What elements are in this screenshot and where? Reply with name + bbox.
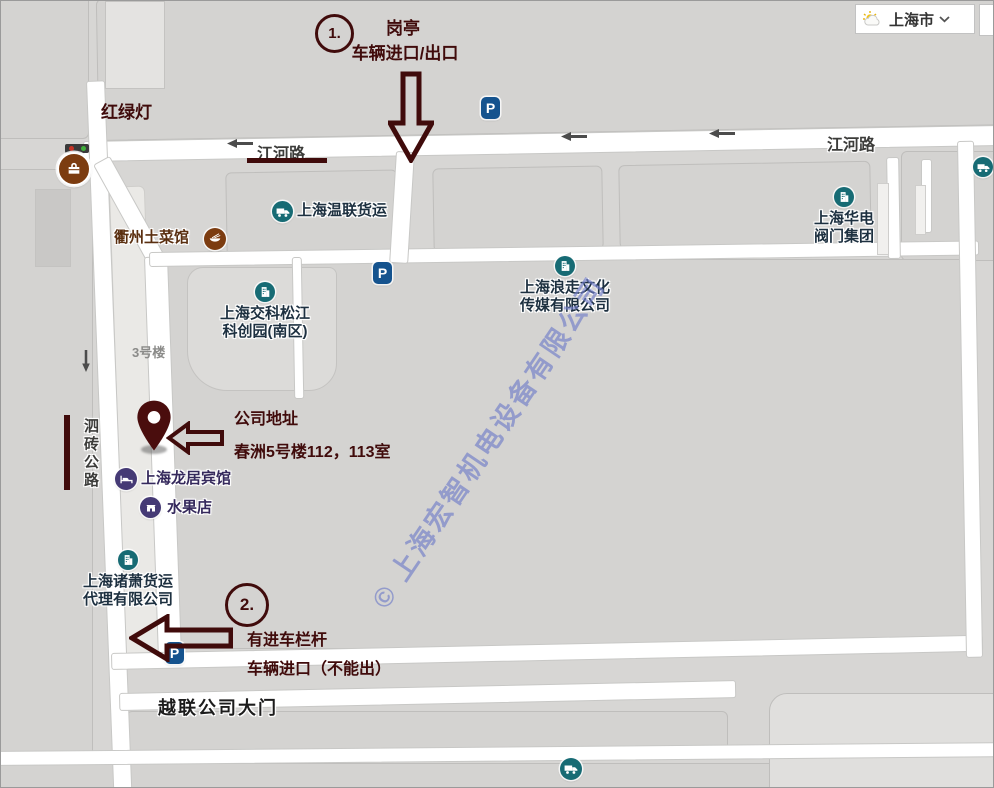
road-label-sizhuan: 泗砖公路 (82, 418, 99, 490)
poi-label-line: 代理有限公司 (82, 591, 173, 608)
poi-label-line: 上海诸萧货运 (82, 573, 173, 590)
building-poi-icon (555, 256, 575, 276)
poi-label-line: 上海浪走文化 (519, 279, 610, 296)
poi-label-line: 阀门集团 (813, 228, 874, 245)
fruitshop-poi-icon[interactable] (140, 497, 161, 518)
restaurant-poi-icon[interactable] (204, 228, 226, 250)
annotation-traffic-light-label: 红绿灯 (101, 103, 152, 122)
annotation-address-title: 公司地址 (234, 411, 299, 428)
map-building (35, 189, 71, 267)
hotel-poi-icon[interactable] (115, 468, 137, 490)
building-poi-icon (834, 187, 854, 207)
shop-poi-icon[interactable] (57, 152, 91, 186)
map-building (915, 185, 926, 235)
map-block (769, 693, 993, 787)
truck-poi-icon[interactable] (272, 201, 293, 222)
annotation-gangting-subtitle: 车辆进口/出口 (351, 44, 459, 63)
annotation-number-1: 1. (315, 14, 354, 53)
road-gate1-connector (389, 151, 415, 264)
down-arrow-annotation (388, 71, 434, 163)
map-block (1, 169, 93, 787)
company-location-pin[interactable] (135, 399, 173, 453)
building-poi-icon (255, 282, 275, 302)
weather-icon (863, 11, 880, 26)
left-arrow-annotation (166, 421, 224, 455)
building-label-3haolou: 3号楼 (132, 345, 166, 360)
road-direction-arrow (82, 350, 90, 372)
sizhuan-highlight-bar (64, 415, 70, 490)
parking-icon[interactable]: P (481, 97, 500, 119)
poi-label-line: 传媒有限公司 (519, 297, 610, 314)
road-direction-arrow (561, 132, 587, 141)
annotation-barrier: 有进车栏杆 (247, 632, 328, 649)
poi-label-jiaoke[interactable]: 上海交科松江 科创园(南区) (213, 282, 317, 341)
truck-poi-icon[interactable] (973, 157, 993, 177)
map-building (105, 1, 165, 89)
poi-label-wenlian[interactable]: 上海温联货运 (297, 202, 388, 219)
poi-label-quzhou[interactable]: 衢州土菜馆 (114, 229, 190, 246)
annotation-entry-only: 车辆进口（不能出） (247, 661, 392, 678)
poi-label-line: 上海交科松江 (219, 305, 310, 322)
poi-label-longju[interactable]: 上海龙居宾馆 (141, 470, 232, 487)
building-poi-icon (118, 550, 138, 570)
traffic-light-icon (65, 144, 89, 153)
annotation-number-2: 2. (225, 583, 269, 627)
poi-label-shuiguodian[interactable]: 水果店 (167, 499, 213, 516)
chevron-down-icon (939, 15, 950, 23)
poi-label-line: 科创园(南区) (222, 323, 308, 340)
poi-label-huadian[interactable]: 上海华电 阀门集团 (798, 187, 890, 246)
truck-poi-icon[interactable] (560, 758, 582, 780)
left-arrow-annotation (129, 614, 233, 662)
road-label-yuelian-gate: 越联公司大门 (158, 698, 278, 718)
poi-label-zhuxiao[interactable]: 上海诸萧货运 代理有限公司 (73, 550, 183, 609)
jianghe-underline-mark (247, 158, 327, 163)
map-block (1, 1, 89, 139)
edge-control-stub[interactable] (979, 4, 993, 36)
poi-label-line: 上海华电 (813, 210, 874, 227)
annotation-gangting-title: 岗亭 (386, 19, 420, 38)
annotation-address-detail: 春洲5号楼112，113室 (234, 444, 391, 461)
poi-label-langzou[interactable]: 上海浪走文化 传媒有限公司 (513, 256, 617, 315)
city-name: 上海市 (889, 11, 935, 29)
map-block (432, 165, 604, 253)
road-direction-arrow (709, 129, 735, 138)
city-selector[interactable]: 上海市 (855, 4, 975, 34)
road-direction-arrow (227, 139, 253, 148)
road-label-jianghe-right: 江河路 (827, 137, 876, 154)
parking-icon[interactable]: P (373, 262, 392, 284)
map-building (877, 183, 889, 255)
